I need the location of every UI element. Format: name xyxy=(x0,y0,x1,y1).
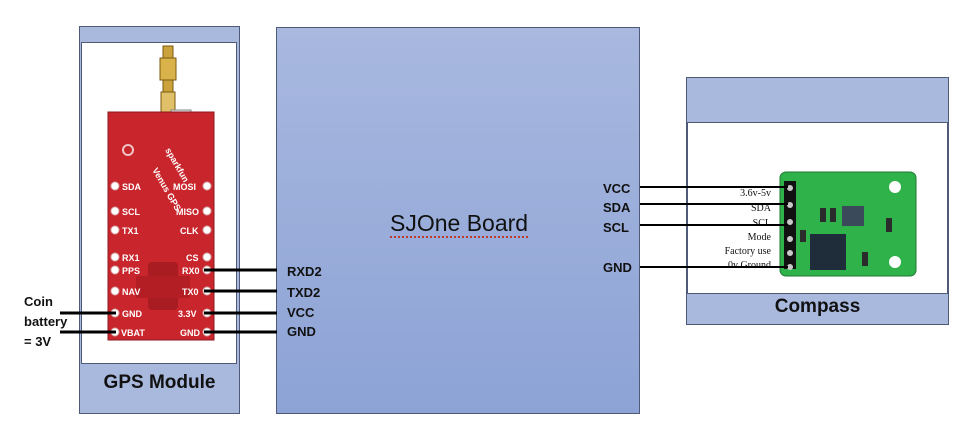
sjone-pin-vcc-left: VCC xyxy=(287,305,315,320)
compass-title: Compass xyxy=(774,296,861,317)
sjone-pin-gnd-right: GND xyxy=(603,260,632,275)
sjone-to-compass-wires xyxy=(640,186,788,268)
sjone-pin-scl: SCL xyxy=(603,220,629,235)
compass-pin-vcc: 3.6v-5v xyxy=(740,188,771,199)
gps-pin-mosi: MOSI xyxy=(173,182,196,192)
gps-pin-clk: CLK xyxy=(180,226,199,236)
sjone-pin-sda: SDA xyxy=(603,200,631,215)
sjone-pin-gnd-left: GND xyxy=(287,324,316,339)
compass-pin-factory-use: Factory use xyxy=(725,246,772,257)
battery-label: Coin battery = 3V xyxy=(24,292,67,352)
battery-label-line3: = 3V xyxy=(24,334,52,349)
gps-pin-tx1: TX1 xyxy=(122,226,139,236)
compass-pin-ground: 0v Ground xyxy=(728,260,771,271)
compass-pin-scl: SCL xyxy=(753,218,771,229)
compass-pin-sda: SDA xyxy=(751,203,772,214)
gps-pin-rx1: RX1 xyxy=(122,253,140,263)
gps-pin-gnd-right: GND xyxy=(180,328,201,338)
gps-board-icon: sparkfun Venus GPS SDA SCL TX1 RX1 PPS N… xyxy=(107,111,215,341)
gps-pin-miso: MISO xyxy=(176,207,199,217)
sjone-board-title: SJOne Board xyxy=(390,210,530,238)
battery-wires xyxy=(60,311,116,334)
battery-label-line1: Coin xyxy=(24,294,53,309)
gps-pin-cs: CS xyxy=(186,253,199,263)
compass-pin-mode: Mode xyxy=(748,232,772,243)
gps-pin-sda: SDA xyxy=(122,182,142,192)
compass-board-icon: 3.6v-5v SDA SCL Mode Factory use 0v Grou… xyxy=(725,171,917,277)
gps-pin-rx0: RX0 xyxy=(182,266,200,276)
gps-pin-3v3: 3.3V xyxy=(178,309,197,319)
gps-pin-scl: SCL xyxy=(122,207,141,217)
sjone-pin-rxd2: RXD2 xyxy=(287,264,322,279)
gps-module-title: GPS Module xyxy=(103,372,216,393)
sjone-board-title-text: SJOne Board xyxy=(390,210,529,238)
sjone-board xyxy=(276,27,640,414)
gps-pin-nav: NAV xyxy=(122,287,140,297)
gps-pin-gnd-left: GND xyxy=(122,309,143,319)
gps-pin-pps: PPS xyxy=(122,266,140,276)
gps-pin-vbat: VBAT xyxy=(121,328,145,338)
gps-to-sjone-wires xyxy=(204,268,277,334)
sjone-pin-vcc-right: VCC xyxy=(603,181,631,196)
gps-pin-tx0: TX0 xyxy=(182,287,199,297)
sjone-pin-txd2: TXD2 xyxy=(287,285,321,300)
battery-label-line2: battery xyxy=(24,314,68,329)
